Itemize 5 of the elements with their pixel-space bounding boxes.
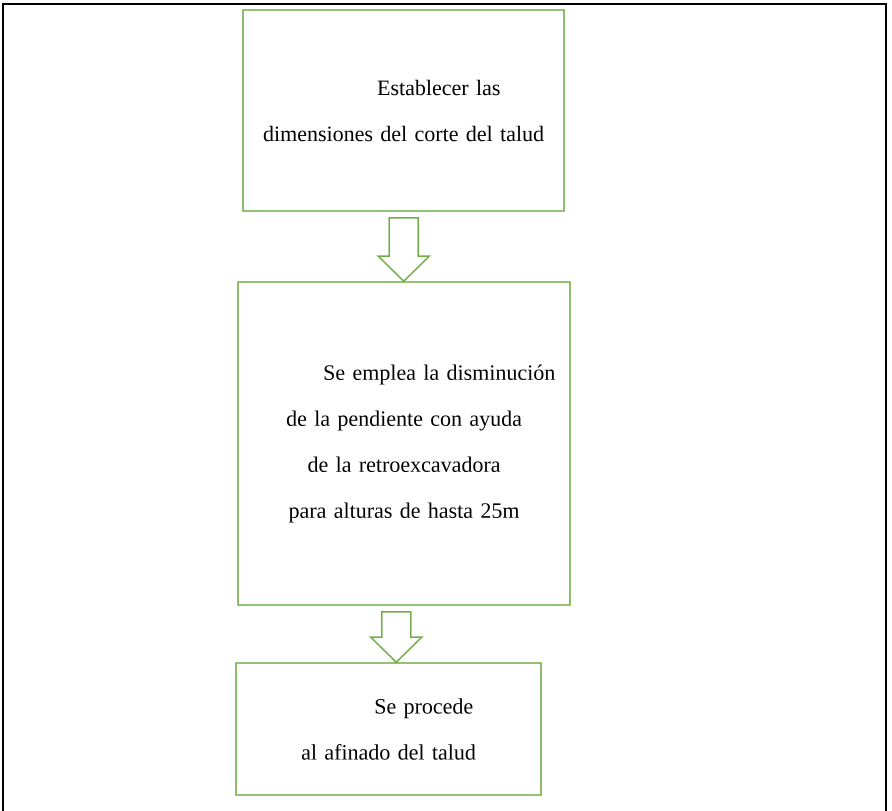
- block-arrow: [376, 217, 432, 282]
- process-box: Se emplea la disminución de la pendiente con ayuda de la retroexcavadora para alturas de hasta 25m: [237, 281, 571, 606]
- process-box: Se procede al afinado del talud: [235, 662, 542, 796]
- process-box: Establecer las dimensiones del corte del talud: [242, 9, 565, 212]
- block-arrow: [368, 611, 424, 664]
